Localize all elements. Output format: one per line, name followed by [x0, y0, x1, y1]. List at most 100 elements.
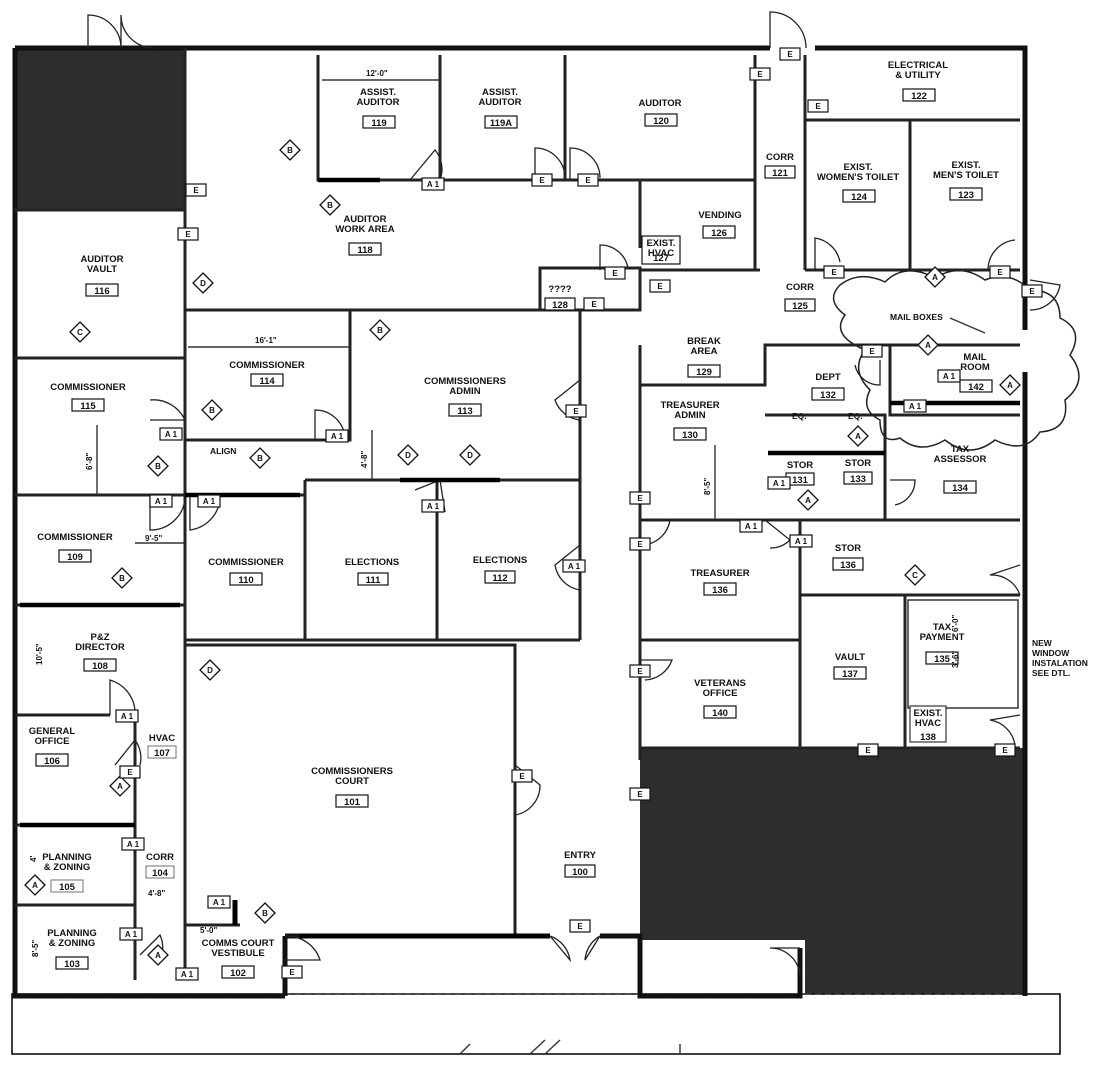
svg-text:E: E [787, 50, 793, 59]
door-tag: A 1 [149, 494, 173, 508]
room-name-assist-auditor-119a: ASSIST.AUDITOR [478, 87, 521, 108]
room-name-mens-toilet: EXIST.MEN'S TOILET [933, 160, 999, 181]
room-number-113: 113 [457, 406, 472, 417]
svg-text:A 1: A 1 [127, 840, 140, 849]
door-tag: E [531, 173, 553, 187]
door-tag: E [823, 265, 845, 279]
keynote-diamond: B [201, 399, 223, 421]
room-number-102: 102 [230, 968, 246, 979]
door-tags: A 1 E E E E E E E E E E A 1 A 1 A 1 A 1 A 1 E A 1 E E A 1 A 1… [115, 47, 1043, 981]
room-number-140: 140 [712, 708, 728, 719]
room-name-auditor: AUDITOR [638, 98, 681, 109]
room-name-planning-105: PLANNING& ZONING [42, 852, 92, 873]
svg-text:E: E [573, 407, 579, 416]
room-number-142: 142 [968, 382, 984, 393]
keynote-diamond: D [199, 659, 221, 681]
door-tag: E [1021, 284, 1043, 298]
svg-text:B: B [155, 462, 161, 471]
room-name-vending: VENDING [698, 210, 741, 221]
dim-8-5-a: 8'-5" [703, 478, 712, 495]
svg-text:A 1: A 1 [568, 562, 581, 571]
door-tag: A 1 [207, 895, 231, 909]
door-tag: E [281, 965, 303, 979]
door-tag: A 1 [115, 709, 139, 723]
room-number-132: 132 [820, 390, 836, 401]
door-tag: E [583, 297, 605, 311]
svg-text:E: E [193, 186, 199, 195]
door-tag: E [119, 765, 141, 779]
door-tag: E [185, 183, 207, 197]
svg-text:B: B [327, 201, 333, 210]
room-number-111: 111 [366, 575, 382, 586]
svg-text:E: E [865, 746, 871, 755]
svg-text:A: A [932, 273, 938, 282]
door-tag: E [749, 67, 771, 81]
room-number-106: 106 [44, 756, 60, 767]
keynote-diamond: A [999, 374, 1021, 396]
room-number-103: 103 [64, 959, 80, 970]
room-number-107: 107 [154, 748, 170, 759]
door-tag: E [177, 227, 199, 241]
door-tag: E [604, 266, 626, 280]
svg-text:E: E [815, 102, 821, 111]
room-number-114: 114 [259, 376, 275, 387]
door-tag: E [629, 664, 651, 678]
door-tag: E [569, 919, 591, 933]
room-name-commissioner-109: COMMISSIONER [37, 532, 113, 543]
room-number-131: 131 [792, 475, 809, 486]
dim-16-1: 16'-1" [255, 336, 277, 345]
room-name-vault: VAULT [835, 652, 865, 663]
svg-text:E: E [185, 230, 191, 239]
room-name-stor-131: STOR [787, 460, 813, 471]
room-number-123: 123 [958, 190, 974, 201]
svg-text:A 1: A 1 [165, 430, 178, 439]
door-tag: E [857, 743, 879, 757]
room-number-138: 138 [920, 732, 936, 743]
keynote-diamond: B [319, 194, 341, 216]
keynote-diamond: B [111, 567, 133, 589]
door-tag: E [779, 47, 801, 61]
room-name-stor-136: STOR [835, 543, 861, 554]
room-name-corr-104: CORR [146, 852, 174, 863]
room-number-127: 127 [653, 253, 669, 264]
svg-text:A 1: A 1 [181, 970, 194, 979]
svg-text:A 1: A 1 [909, 402, 922, 411]
room-number-130: 130 [682, 430, 698, 441]
svg-text:E: E [637, 790, 643, 799]
svg-text:D: D [405, 451, 411, 460]
svg-text:B: B [257, 454, 263, 463]
door-tag: E [565, 404, 587, 418]
room-name-planning-103: PLANNING& ZONING [47, 928, 97, 949]
room-number-119: 119 [371, 118, 386, 129]
door-tag: A 1 [325, 429, 349, 443]
svg-text:B: B [377, 326, 383, 335]
room-name-commissioner-115: COMMISSIONER [50, 382, 126, 393]
svg-text:B: B [262, 909, 268, 918]
dim-3-6: 3'-6" [951, 651, 960, 668]
door-tag: A 1 [121, 837, 145, 851]
svg-text:A 1: A 1 [155, 497, 168, 506]
door-tag: A 1 [903, 399, 927, 413]
door-tag: E [577, 173, 599, 187]
room-name-exist-hvac: EXIST.HVAC [646, 238, 675, 259]
room-number-136-stor: 136 [840, 560, 856, 571]
room-labels: ASSIST.AUDITOR 119 ASSIST.AUDITOR 119A A… [29, 60, 1019, 979]
room-number-119a: 119A [490, 118, 512, 129]
keynote-diamond: B [249, 447, 271, 469]
svg-text:E: E [591, 300, 597, 309]
room-number-135: 135 [934, 654, 951, 665]
svg-text:A 1: A 1 [427, 502, 440, 511]
keynote-diamond: B [279, 139, 301, 161]
door-tag: E [649, 279, 671, 293]
room-number-110: 110 [238, 575, 253, 586]
svg-text:A 1: A 1 [125, 930, 138, 939]
